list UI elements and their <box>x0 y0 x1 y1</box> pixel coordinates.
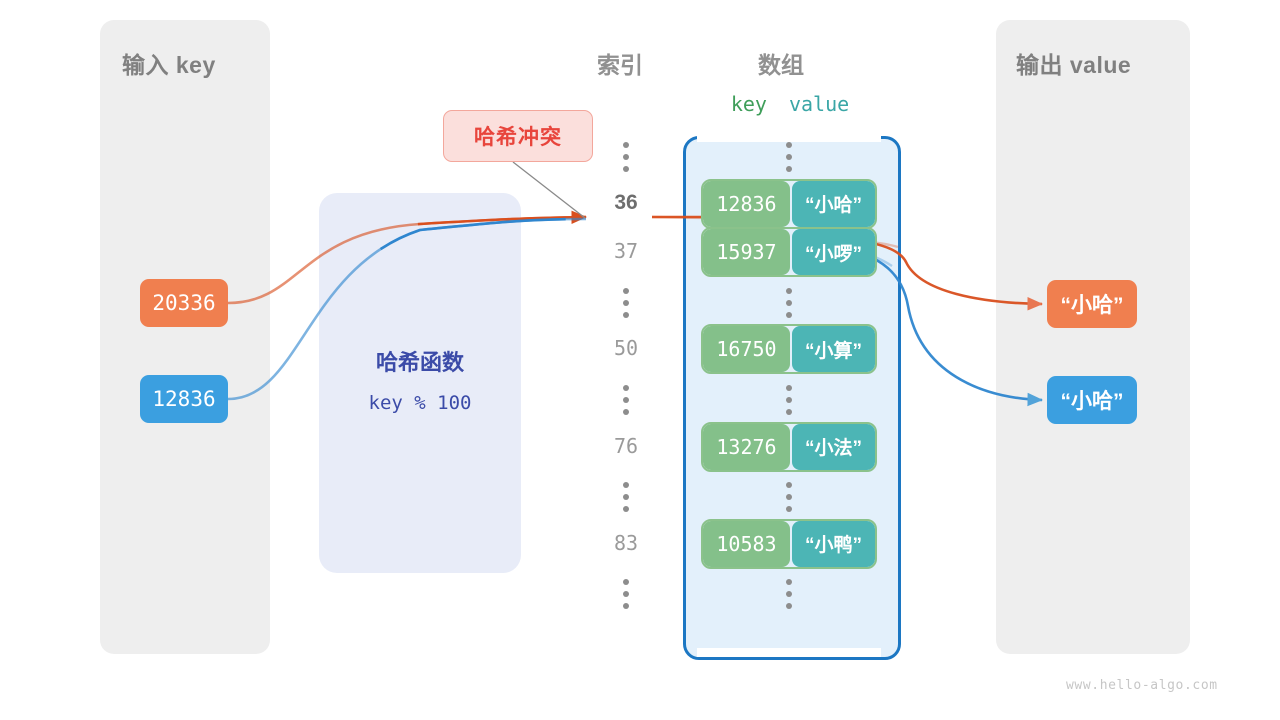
hash-function-expression: key % 100 <box>368 392 472 414</box>
hash-function-name: 哈希函数 <box>375 350 464 375</box>
bucket-value: “小法” <box>791 423 875 470</box>
index-ellipsis <box>623 385 629 415</box>
bucket-key: 16750 <box>703 326 790 373</box>
output-value-chip: “小哈” <box>1047 280 1137 328</box>
index-label-37: 37 <box>613 239 639 264</box>
bucket-key: 10583 <box>703 520 790 567</box>
bucket-key: 15937 <box>703 229 790 276</box>
hash-function-box <box>319 193 521 573</box>
value-heading-label: value <box>788 92 850 116</box>
array-bracket-bottom-gap <box>697 648 881 657</box>
bucket-ellipsis <box>786 287 792 318</box>
bucket-ellipsis <box>786 142 792 172</box>
bucket-key: 12836 <box>703 180 790 227</box>
key-value-heading: key value <box>684 92 896 116</box>
collision-callout: 哈希冲突 <box>443 110 593 162</box>
array-column-heading: 数组 <box>758 52 804 78</box>
bucket-value: “小算” <box>791 326 875 373</box>
output-panel-title: 输出 value <box>1016 52 1132 78</box>
index-label-76: 76 <box>613 433 639 458</box>
index-ellipsis <box>623 482 629 513</box>
bucket-ellipsis <box>786 579 792 610</box>
bucket-ellipsis <box>786 385 792 415</box>
bucket-value: “小哈” <box>791 180 875 227</box>
bucket-value: “小啰” <box>791 229 875 276</box>
input-panel-title: 输入 key <box>122 52 216 78</box>
output-panel <box>996 20 1190 654</box>
output-value-chip: “小哈” <box>1047 376 1137 424</box>
bucket-entry: 12836“小哈” <box>701 178 877 229</box>
bucket-entry: 16750“小算” <box>701 324 877 375</box>
index-label-50: 50 <box>613 336 639 361</box>
bucket-value: “小鸭” <box>791 520 875 567</box>
input-panel <box>100 20 270 654</box>
bucket-entry: 10583“小鸭” <box>701 518 877 569</box>
index-label-83: 83 <box>613 530 639 555</box>
bucket-key: 13276 <box>703 423 790 470</box>
index-ellipsis <box>623 142 629 172</box>
bucket-entry: 13276“小法” <box>701 421 877 472</box>
index-ellipsis <box>623 579 629 610</box>
array-bracket-top-gap <box>697 133 881 142</box>
bucket-entry: 15937“小啰” <box>701 227 877 278</box>
index-ellipsis <box>623 287 629 318</box>
watermark: www.hello-algo.com <box>1066 678 1218 693</box>
input-key-chip: 20336 <box>140 279 228 327</box>
input-key-chip: 12836 <box>140 375 228 423</box>
bucket-ellipsis <box>786 482 792 513</box>
key-heading-label: key <box>730 92 767 116</box>
index-label-36: 36 <box>614 190 638 214</box>
index-column-heading: 索引 <box>597 52 643 78</box>
